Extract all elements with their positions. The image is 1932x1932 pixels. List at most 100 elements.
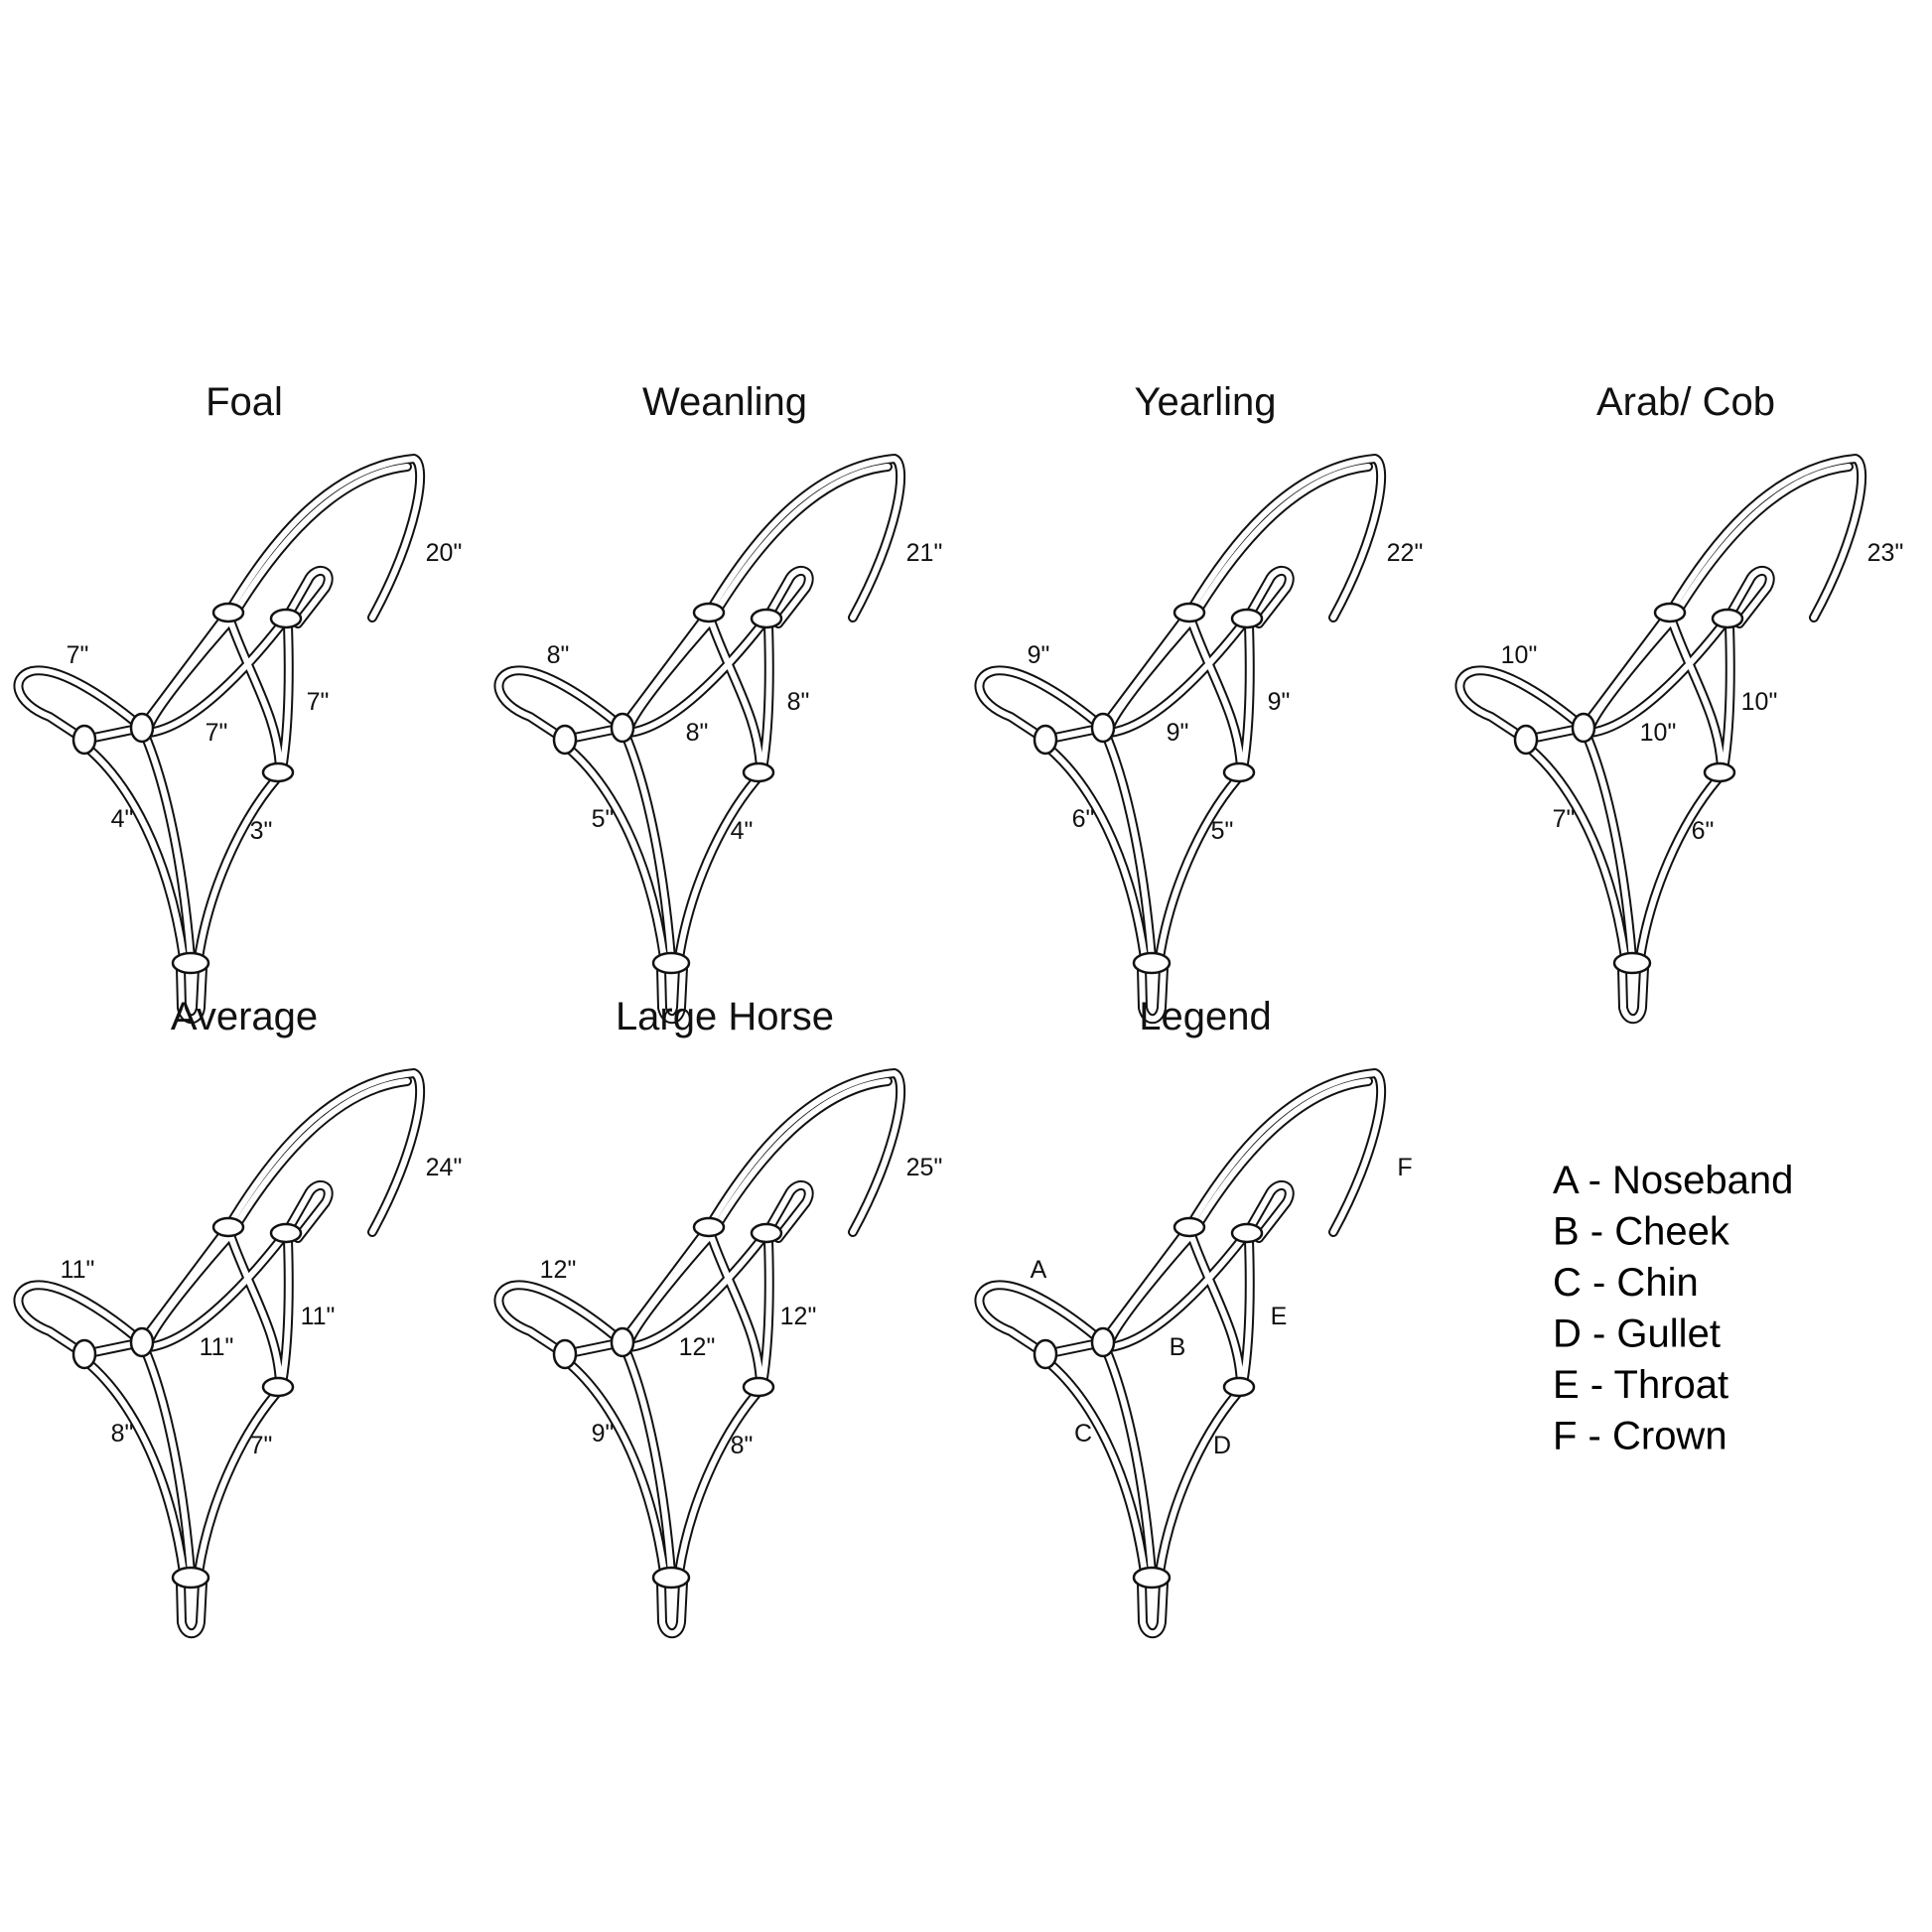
- gullet-measurement: 3": [250, 817, 273, 845]
- chin-measurement: 7": [1553, 805, 1576, 833]
- knot: [1090, 1326, 1116, 1358]
- knot: [750, 608, 783, 629]
- knot: [211, 1216, 245, 1238]
- knot: [1230, 1222, 1264, 1244]
- noseband-measurement: 9": [1028, 641, 1050, 669]
- halter-title: Arab/ Cob: [1596, 380, 1775, 424]
- halter-title: Average: [171, 995, 318, 1038]
- knot: [1653, 602, 1687, 623]
- legend-item: C - Chin: [1553, 1261, 1699, 1305]
- throat-measurement: 7": [307, 688, 330, 716]
- throat-measurement: 8": [787, 688, 810, 716]
- halter-foal: Foal 7" 7" 4" 3" 7" 20": [13, 380, 463, 1025]
- legend-item: D - Gullet: [1553, 1312, 1721, 1356]
- knot: [71, 724, 97, 756]
- knot: [692, 602, 726, 623]
- knot: [1612, 951, 1652, 975]
- legend-item: A - Noseband: [1553, 1159, 1793, 1202]
- gullet-measurement: 7": [250, 1432, 273, 1459]
- knot: [129, 1326, 155, 1358]
- knot: [1222, 1376, 1256, 1398]
- cheek-measurement: 10": [1640, 719, 1677, 747]
- noseband-measurement: 7": [67, 641, 89, 669]
- knot: [1173, 602, 1206, 623]
- halter-title: Foal: [206, 380, 283, 424]
- knot: [1033, 1338, 1058, 1370]
- crown-measurement: F: [1397, 1154, 1412, 1181]
- knot: [1222, 761, 1256, 783]
- gullet-measurement: 4": [731, 817, 754, 845]
- knot: [742, 1376, 775, 1398]
- knot: [171, 951, 210, 975]
- gullet-measurement: D: [1213, 1432, 1231, 1459]
- rope-halter-drawing: [1454, 454, 1867, 1025]
- knot: [1571, 712, 1596, 744]
- throat-measurement: 12": [780, 1303, 817, 1330]
- halter-title: Large Horse: [616, 995, 834, 1038]
- chin-measurement: C: [1074, 1420, 1092, 1448]
- knot: [1090, 712, 1116, 744]
- knot: [269, 608, 303, 629]
- crown-measurement: 20": [426, 539, 463, 567]
- knot: [610, 712, 635, 744]
- chin-measurement: 4": [111, 805, 134, 833]
- chin-measurement: 9": [592, 1420, 615, 1448]
- knot: [552, 724, 578, 756]
- knot: [651, 951, 691, 975]
- throat-measurement: 11": [301, 1303, 336, 1330]
- crown-measurement: 24": [426, 1154, 463, 1181]
- knot: [610, 1326, 635, 1358]
- rope-halter-drawing: [13, 1068, 426, 1639]
- legend-list: A - Noseband B - Cheek C - Chin D - GulletE…: [1553, 1159, 1793, 1458]
- halter-title: Weanling: [642, 380, 807, 424]
- cheek-measurement: 12": [679, 1333, 716, 1361]
- cheek-measurement: B: [1170, 1333, 1186, 1361]
- halter-title: Yearling: [1134, 380, 1276, 424]
- rope-halter-drawing: [493, 454, 906, 1025]
- knot: [129, 712, 155, 744]
- cheek-measurement: 8": [686, 719, 709, 747]
- knot: [211, 602, 245, 623]
- cheek-measurement: 11": [200, 1333, 234, 1361]
- noseband-measurement: 11": [61, 1256, 95, 1284]
- knot: [1173, 1216, 1206, 1238]
- cheek-measurement: 7": [206, 719, 228, 747]
- legend-item: E - Throat: [1553, 1363, 1728, 1407]
- knot: [261, 1376, 295, 1398]
- gullet-measurement: 5": [1211, 817, 1234, 845]
- cheek-measurement: 9": [1167, 719, 1189, 747]
- knot: [651, 1566, 691, 1589]
- knot: [1132, 951, 1172, 975]
- knot: [1230, 608, 1264, 629]
- throat-measurement: 10": [1741, 688, 1778, 716]
- halter-average: Average 11" 11" 8" 7" 11" 24": [13, 995, 463, 1639]
- rope-halter-drawing: [974, 1068, 1387, 1639]
- chin-measurement: 8": [111, 1420, 134, 1448]
- knot: [1033, 724, 1058, 756]
- noseband-measurement: A: [1031, 1256, 1047, 1284]
- knot: [1132, 1566, 1172, 1589]
- noseband-measurement: 8": [547, 641, 570, 669]
- knot: [71, 1338, 97, 1370]
- chin-measurement: 5": [592, 805, 615, 833]
- knot: [742, 761, 775, 783]
- rope-halter-drawing: [493, 1068, 906, 1639]
- crown-measurement: 21": [906, 539, 943, 567]
- knot: [1711, 608, 1744, 629]
- legend-item: B - Cheek: [1553, 1210, 1730, 1254]
- noseband-measurement: 12": [540, 1256, 577, 1284]
- chin-measurement: 6": [1072, 805, 1095, 833]
- throat-measurement: E: [1271, 1303, 1288, 1330]
- knot: [1513, 724, 1539, 756]
- rope-halter-drawing: [974, 454, 1387, 1025]
- gullet-measurement: 8": [731, 1432, 754, 1459]
- noseband-measurement: 10": [1501, 641, 1538, 669]
- knot: [750, 1222, 783, 1244]
- knot: [692, 1216, 726, 1238]
- knot: [552, 1338, 578, 1370]
- knot: [261, 761, 295, 783]
